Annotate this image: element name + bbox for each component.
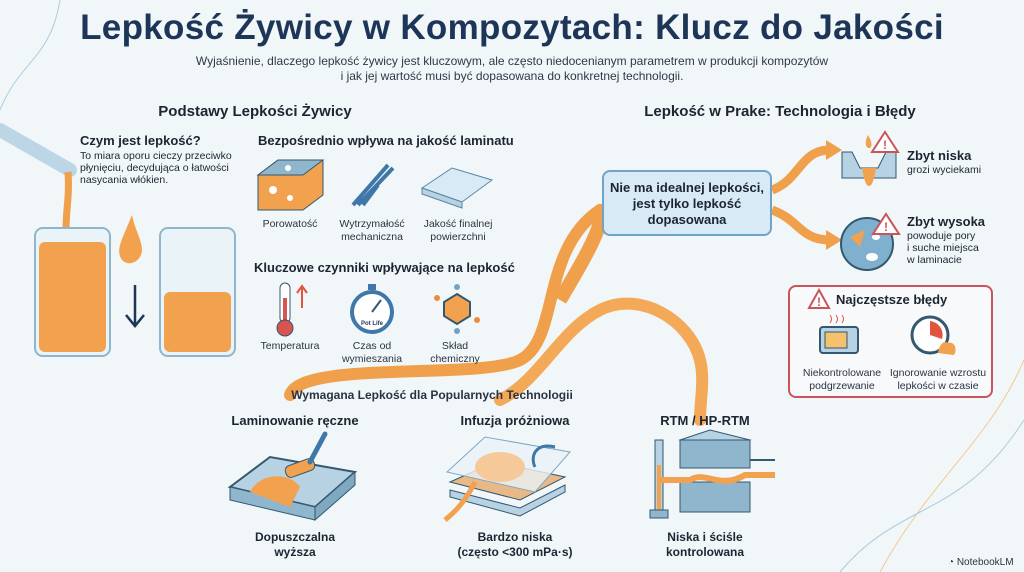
text-line: kontrolowana — [665, 545, 744, 559]
warning-icon: ! — [807, 287, 831, 309]
tech-rtm-title: RTM / HP-RTM — [660, 413, 750, 428]
subtitle-line-2: i jak jej wartość musi być dopasowana do… — [340, 69, 684, 83]
common-errors-title: Najczęstsze błędy — [836, 292, 948, 307]
brand-label: NotebookLM — [956, 557, 1014, 568]
microwave-heating-icon — [819, 314, 859, 354]
text-line: Nie ma idealnej lepkości, — [610, 180, 764, 195]
label: Niekontrolowane — [802, 367, 882, 379]
label: wymieszania — [341, 353, 403, 365]
mechanical-strength-icon — [351, 163, 395, 207]
timer-resin-icon — [910, 315, 956, 355]
too-high-title: Zbyt wysoka — [907, 214, 986, 229]
key-message-box: Nie ma idealnej lepkości, jest tylko lep… — [602, 170, 772, 236]
too-high-text: powoduje pory i suche miejsca w laminaci… — [907, 230, 979, 266]
pot-life-label: Pot Life — [361, 321, 384, 327]
label: Temperatura — [260, 340, 320, 352]
text-line: (często <300 mPa·s) — [457, 545, 573, 559]
text-line: jest tylko lepkość — [632, 196, 742, 211]
pot-life-stopwatch-icon: Pot Life — [350, 284, 394, 334]
factors-title: Kluczowe czynniki wpływające na lepkość — [254, 260, 515, 275]
text-line: dopasowana — [647, 212, 727, 227]
leak-icon: ! — [841, 130, 900, 186]
label: Skład — [441, 340, 469, 352]
beakers-illustration — [0, 123, 236, 357]
svg-text:!: ! — [817, 295, 821, 309]
hand-lamination-icon — [227, 431, 358, 522]
svg-text:!: ! — [883, 138, 887, 152]
svg-text:!: ! — [884, 220, 888, 234]
text-line: Bardzo niska — [477, 530, 553, 544]
section-heading-basics: Podstawy Lepkości Żywicy — [158, 103, 352, 120]
what-is-viscosity-text: To miara oporu cieczy przeciwko płynięci… — [80, 150, 232, 186]
quality-impact-title: Bezpośrednio wpływa na jakość laminatu — [258, 133, 514, 148]
vacuum-infusion-icon — [443, 436, 571, 522]
surface-quality-icon — [420, 167, 494, 209]
text-line: w laminacie — [907, 254, 962, 266]
notebooklm-logo-icon: ◔ — [948, 557, 957, 568]
section-heading-technologies: Wymagana Lepkość dla Popularnych Technol… — [291, 388, 573, 402]
too-low-title: Zbyt niska — [907, 148, 972, 163]
notebooklm-brand: ◔ NotebookLM — [948, 557, 1014, 568]
tech-vacuum-infusion-title: Infuzja próżniowa — [460, 413, 570, 428]
label: mechaniczna — [341, 231, 403, 243]
too-low-text: grozi wyciekami — [907, 164, 982, 176]
label: Jakość finalnej — [423, 218, 493, 230]
label: podgrzewanie — [809, 380, 875, 392]
text-line: Niska i ściśle — [667, 530, 743, 544]
text-line: i suche miejsca — [907, 242, 979, 254]
text-line: To miara oporu cieczy przeciwko — [80, 150, 232, 162]
label: chemiczny — [430, 353, 480, 365]
rtm-press-icon — [649, 429, 775, 519]
text-line: nasycania włókien. — [80, 174, 169, 186]
tech-vacuum-infusion-caption: Bardzo niska(często <300 mPa·s) — [435, 530, 595, 560]
text-line: Dopuszczalna — [254, 530, 335, 544]
label: Porowatość — [262, 218, 318, 230]
factor-item-temperature: Temperatura — [250, 340, 330, 353]
thermometer-icon — [276, 282, 308, 337]
label: Czas od — [352, 340, 392, 352]
text-line: wyższa — [274, 545, 316, 559]
label: Wytrzymałość — [339, 218, 405, 230]
text-line: płynięciu, decydująca o łatwości — [80, 162, 229, 174]
label: powierzchni — [430, 231, 486, 243]
page-title: Lepkość Żywicy w Kompozytach: Klucz do J… — [80, 8, 944, 47]
label: lepkości w czasie — [897, 380, 979, 392]
what-is-viscosity-title: Czym jest lepkość? — [80, 133, 201, 148]
porous-laminate-icon: ! — [840, 212, 901, 271]
quality-item-porosity: Porowatość — [250, 218, 330, 231]
tech-hand-lamination-title: Laminowanie ręczne — [231, 413, 359, 428]
chemical-structure-icon — [434, 284, 480, 334]
label: Ignorowanie wzrostu — [889, 367, 987, 379]
subtitle-line-1: Wyjaśnienie, dlaczego lepkość żywicy jes… — [195, 54, 829, 68]
porosity-icon — [256, 159, 325, 211]
text-line: powoduje pory — [907, 230, 976, 242]
section-heading-practice: Lepkość w Prake: Technologia i Błędy — [644, 103, 916, 120]
